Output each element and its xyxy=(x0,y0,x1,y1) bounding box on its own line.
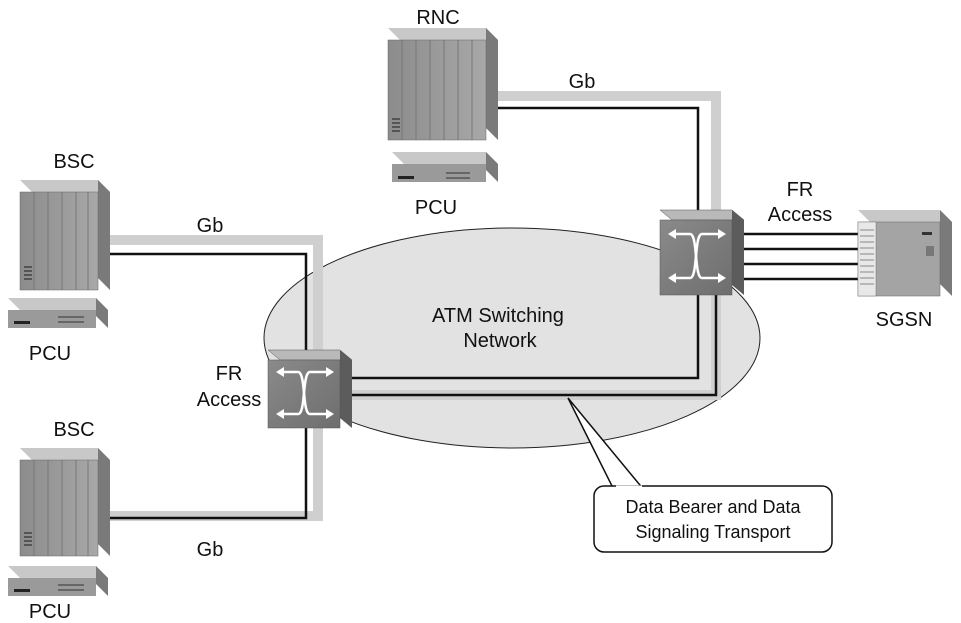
callout-text-1: Data Bearer and Data xyxy=(625,497,801,517)
callout-text-2: Signaling Transport xyxy=(635,522,790,542)
fr-access-switch-right xyxy=(659,209,745,296)
label-gb-rnc: Gb xyxy=(569,71,596,93)
fr-access-switch-left xyxy=(267,349,353,429)
label-fr-access-right-2: Access xyxy=(768,204,832,226)
label-pcu-top: PCU xyxy=(29,343,71,365)
label-fr-access-right-1: FR xyxy=(787,179,814,201)
label-pcu-bottom: PCU xyxy=(29,601,71,623)
label-fr-access-left-2: Access xyxy=(197,389,261,411)
pcu-bottom xyxy=(8,566,108,596)
label-fr-access-left-1: FR xyxy=(216,363,243,385)
label-gb-bottom: Gb xyxy=(197,539,224,561)
bsc-bottom-rack xyxy=(19,448,110,557)
sgsn-server xyxy=(857,210,952,297)
label-rnc: RNC xyxy=(416,7,459,29)
rnc-rack xyxy=(387,28,498,141)
bsc-top-rack xyxy=(19,180,110,291)
line-bsc-top xyxy=(108,252,308,395)
label-bsc-bottom: BSC xyxy=(53,419,94,441)
callout xyxy=(567,397,833,553)
label-bsc-top: BSC xyxy=(53,151,94,173)
label-network-1: ATM Switching xyxy=(432,305,564,327)
gb-band-bottom xyxy=(108,390,323,521)
pcu-top xyxy=(8,298,108,328)
line-right-access xyxy=(340,295,718,397)
gb-band-top xyxy=(108,235,323,390)
label-sgsn: SGSN xyxy=(876,309,933,331)
line-bsc-bottom xyxy=(108,395,308,520)
pcu-rnc xyxy=(392,152,498,182)
label-pcu-rnc: PCU xyxy=(415,197,457,219)
label-network-2: Network xyxy=(463,330,537,352)
label-gb-top: Gb xyxy=(197,215,224,237)
